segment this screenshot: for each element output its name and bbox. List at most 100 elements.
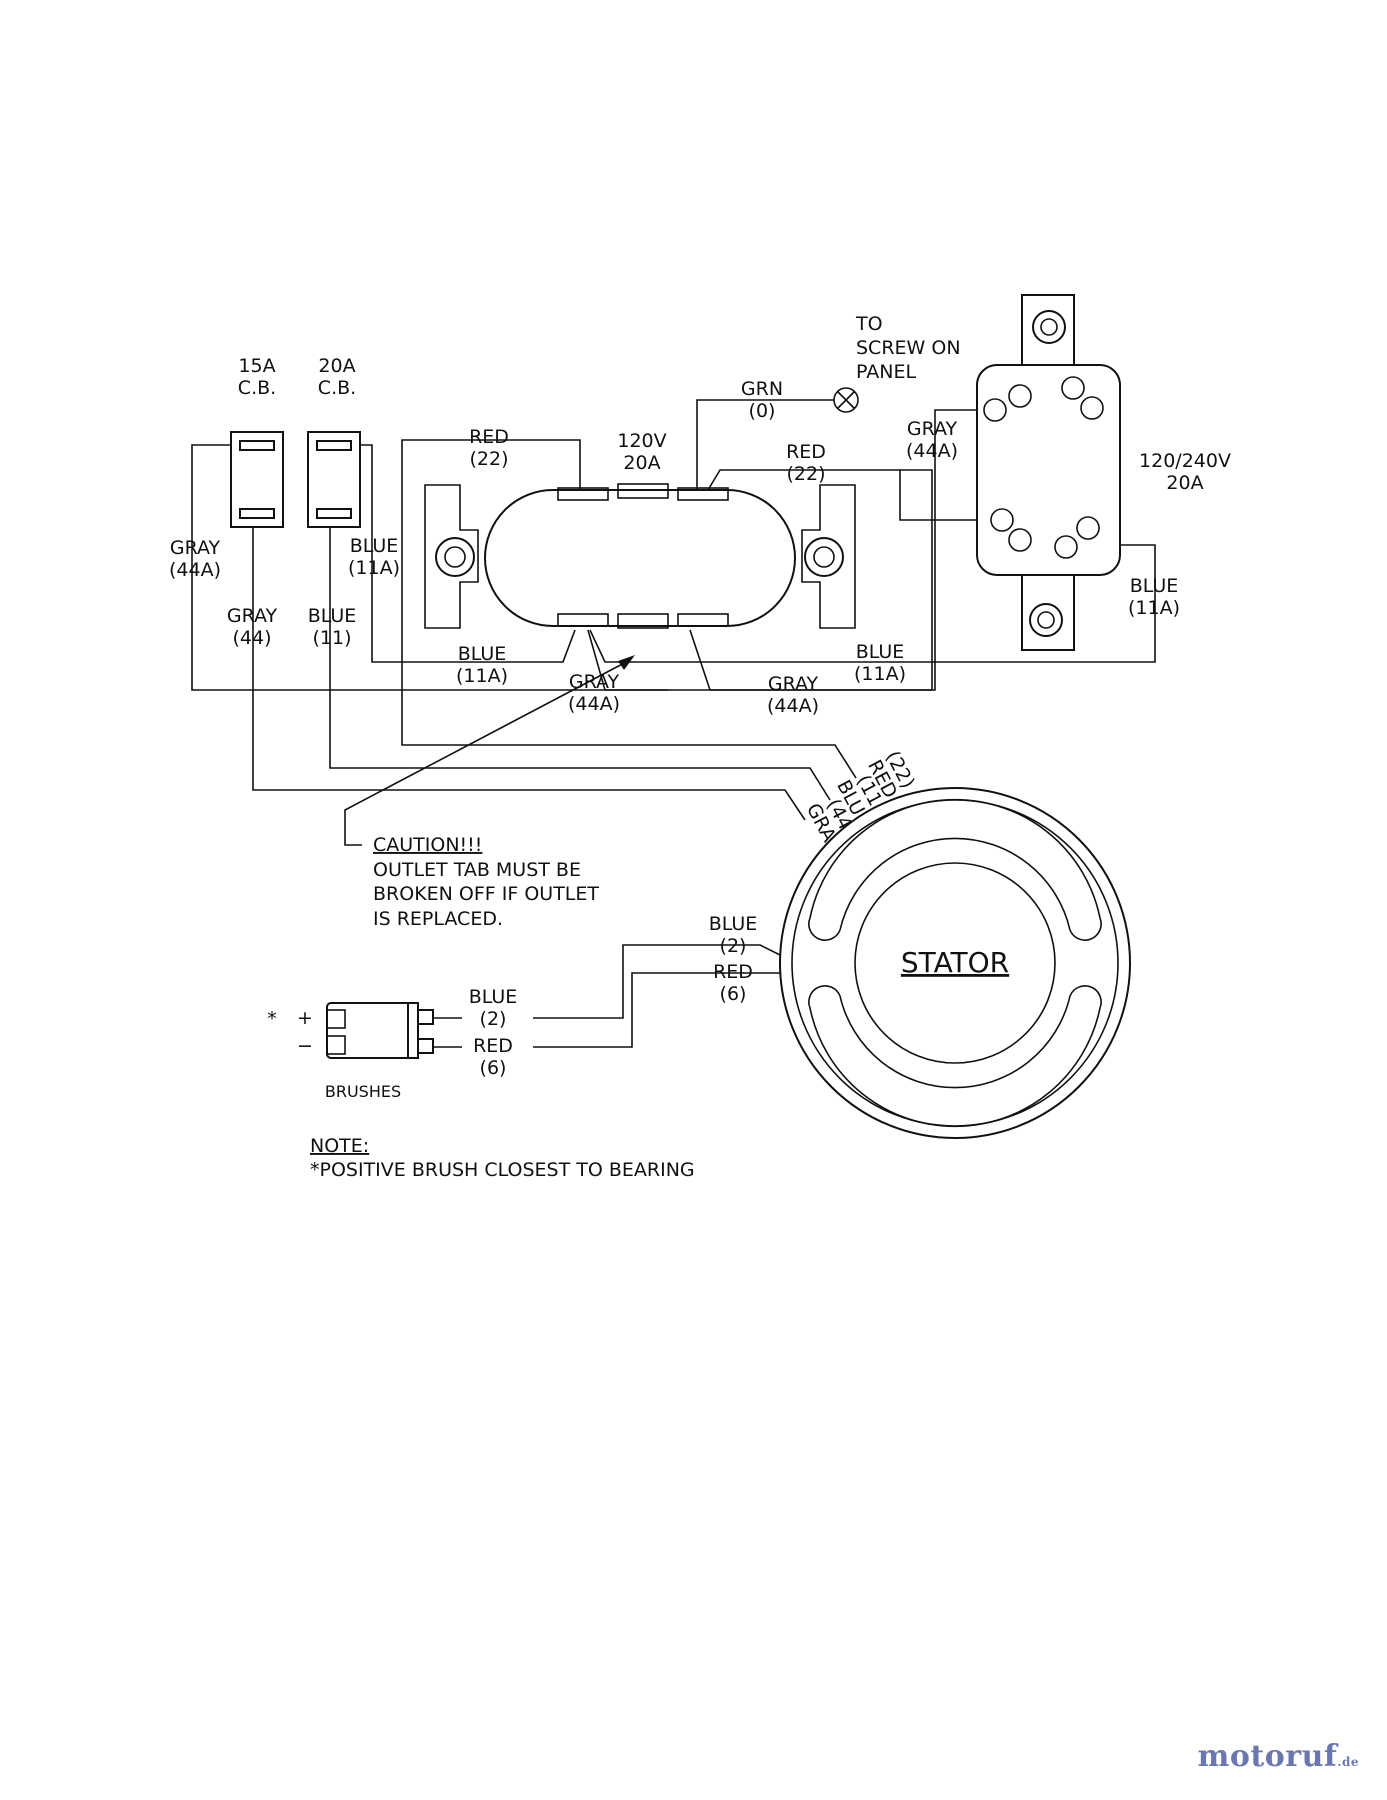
stator: STATOR	[779, 787, 1131, 1139]
wire-blue-11a-right	[589, 544, 1156, 663]
outlet-120v: 120V 20A	[424, 430, 856, 629]
watermark-logo: motoruf.de	[1198, 1739, 1359, 1774]
wire-label: (22)	[469, 448, 508, 470]
wire-grn	[696, 399, 834, 495]
wire-label: BLUE	[350, 535, 399, 557]
outlet-240v-nut-bottom-inner	[1037, 611, 1055, 629]
ground-note: PANEL	[856, 361, 916, 383]
wire-label: RED	[786, 441, 826, 463]
wire-label: GRAY	[569, 671, 620, 693]
wire-label: GRAY	[227, 605, 278, 627]
wire-gray-44-stator	[252, 520, 806, 821]
stator-slot-lower	[808, 985, 1102, 1128]
stator-slot-upper	[808, 798, 1102, 941]
wire-label: BLUE	[709, 913, 758, 935]
ground-note: TO	[855, 313, 883, 335]
wire-label: (44)	[232, 627, 271, 649]
outlet-120v-label: 20A	[623, 452, 660, 474]
outlet-240v-terminal	[983, 398, 1007, 422]
brush-terminal-neg	[417, 1038, 434, 1054]
wire-blue-2	[533, 944, 791, 1019]
outlet-120v-terminal	[557, 487, 609, 501]
ground-screw-icon-x2	[837, 391, 855, 409]
outlet-240v-terminal	[1061, 376, 1085, 400]
wire-label: (6)	[720, 983, 747, 1005]
outlet-120v-terminal	[557, 613, 609, 627]
caution-leader	[344, 659, 631, 846]
wire-label: (11A)	[854, 663, 906, 685]
wire-gray-44a-right	[689, 409, 990, 691]
outlet-240v: 120/240V 20A	[976, 294, 1231, 651]
ground-wire-label: (0)	[749, 400, 776, 422]
outlet-240v-label: 20A	[1166, 472, 1203, 494]
wire-label: GRAY	[170, 537, 221, 559]
outlet-120v-nut-right	[804, 537, 844, 577]
wire-gray-44a-mid	[587, 629, 668, 691]
wire-label: (11A)	[1128, 597, 1180, 619]
note-text: *POSITIVE BRUSH CLOSEST TO BEARING	[310, 1159, 695, 1181]
outlet-120v-label: 120V	[617, 430, 666, 452]
wire-label: GRAY	[768, 673, 819, 695]
wire-red-22-right	[704, 469, 1000, 521]
wire-labels: GRAY (44A) GRAY (44) BLUE (11) BLUE (11A…	[169, 418, 1180, 1079]
outlet-120v-body	[484, 489, 796, 627]
outlet-240v-terminal	[1008, 384, 1032, 408]
note: NOTE: *POSITIVE BRUSH CLOSEST TO BEARING	[310, 1135, 695, 1181]
breaker-20a-terminal-bottom	[316, 508, 352, 519]
wire-label: (11A)	[456, 665, 508, 687]
wire-label: RED	[713, 961, 753, 983]
outlet-120v-nut-left-inner	[444, 546, 466, 568]
outlet-120v-terminal	[677, 487, 729, 501]
ground-screw-icon	[833, 387, 859, 413]
wire-label: RED	[473, 1035, 513, 1057]
breaker-20a-label: C.B.	[318, 377, 356, 399]
wire-label: BLUE	[469, 986, 518, 1008]
wire-label: (6)	[480, 1057, 507, 1079]
outlet-120v-terminal	[617, 613, 669, 629]
wire-label: (44A)	[568, 693, 620, 715]
wire-label: RED	[469, 426, 509, 448]
wire-label: BLUE	[308, 605, 357, 627]
wire-red-22-outlet	[401, 439, 857, 779]
outlet-240v-body	[976, 364, 1121, 576]
breaker-15a: 15A C.B.	[230, 355, 284, 528]
wire-label: (11)	[312, 627, 351, 649]
wire-label: (44A)	[767, 695, 819, 717]
breaker-15a-terminal-top	[239, 440, 275, 451]
brush-assembly: * + − BRUSHES	[267, 1002, 462, 1101]
wire-label: BLUE	[856, 641, 905, 663]
outlet-120v-nut-right-inner	[813, 546, 835, 568]
breaker-15a-terminal-bottom	[239, 508, 275, 519]
breaker-20a: 20A C.B.	[307, 355, 361, 528]
outlet-240v-nut-top	[1032, 310, 1066, 344]
wire-blue-11a-cb	[352, 444, 576, 663]
minus-sign: −	[297, 1035, 313, 1057]
wire-gray-44a-outer	[191, 444, 933, 691]
wire-label: GRAY	[907, 418, 958, 440]
ground-wire-label: GRN	[741, 378, 783, 400]
wire-red-6	[533, 972, 816, 1048]
outlet-240v-terminal	[1076, 516, 1100, 540]
note-title: NOTE:	[310, 1135, 369, 1157]
brush-plate	[407, 1002, 419, 1059]
brushes-label: BRUSHES	[325, 1082, 401, 1101]
stator-core	[854, 862, 1056, 1064]
caution-line: BROKEN OFF IF OUTLET	[373, 883, 599, 905]
outlet-120v-mount-right	[801, 484, 856, 629]
breaker-15a-label: C.B.	[238, 377, 276, 399]
ground-note: SCREW ON	[856, 337, 961, 359]
wire-label: (2)	[720, 935, 747, 957]
wire-blue-11-stator	[329, 520, 831, 801]
outlet-240v-label: 120/240V	[1139, 450, 1231, 472]
outlet-120v-nut-left	[435, 537, 475, 577]
brush-negative	[326, 1035, 346, 1055]
watermark-name: motoruf	[1197, 1739, 1338, 1774]
caution-note: CAUTION!!! OUTLET TAB MUST BE BROKEN OFF…	[373, 834, 599, 930]
outlet-120v-mount-left	[424, 484, 479, 629]
breaker-20a-terminal-top	[316, 440, 352, 451]
asterisk-mark: *	[267, 1008, 277, 1030]
outlet-240v-terminal	[1054, 535, 1078, 559]
breaker-15a-label: 15A	[238, 355, 275, 377]
caution-line: OUTLET TAB MUST BE	[373, 859, 581, 881]
plus-sign: +	[297, 1007, 313, 1029]
